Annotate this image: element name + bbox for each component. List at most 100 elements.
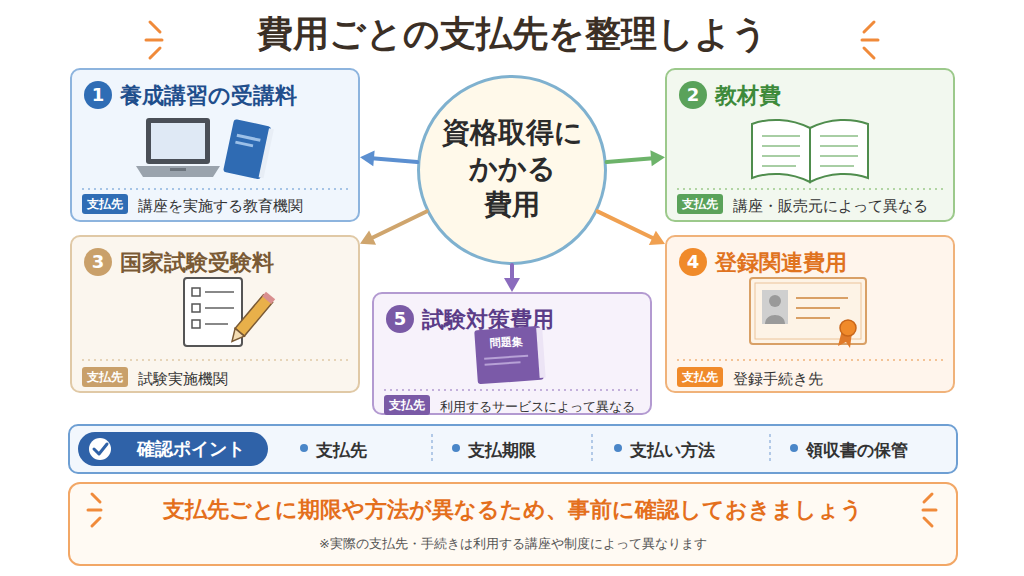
- certificate-illustration-part: [796, 298, 848, 318]
- certificate-illustration-part: [769, 295, 781, 307]
- callout-number: 1: [84, 81, 112, 109]
- arrow-head: [504, 278, 520, 292]
- checkpoint-band: 支払先支払期限支払い方法領収書の保管確認ポイント: [68, 424, 958, 474]
- payee-text: 講座・販売元によって異なる: [733, 196, 953, 216]
- connector-line: [371, 211, 427, 238]
- note-decoration-part: [924, 518, 932, 526]
- workbook-illustration-part: [485, 361, 521, 366]
- checkpoint-item: 支払期限: [468, 438, 618, 462]
- arrow-head: [360, 150, 375, 166]
- payee-tag: 支払先: [677, 194, 723, 214]
- open-book-illustration-part: [810, 120, 868, 182]
- cost-heading: 国家試験受験料: [120, 248, 356, 278]
- cost-heading: 試験対策費用: [422, 305, 658, 335]
- payee-text: 試験実施機関: [138, 369, 358, 389]
- dashed-separator: [432, 434, 770, 464]
- workbook-illustration-part: [484, 355, 528, 360]
- cost-box: 登録関連費用登録手続き先4支払先: [665, 235, 955, 393]
- certificate-illustration-part: [750, 278, 866, 344]
- arrow-head: [650, 150, 665, 166]
- bullet-dot-part: [300, 444, 308, 452]
- title-decoration-part: [150, 22, 160, 32]
- laptop-illustration-part: [146, 118, 210, 164]
- arrow-connector: [360, 150, 417, 166]
- cost-box: 教材費講座・販売元によって異なる 2 支払先: [665, 68, 955, 222]
- center-circle-shape: [419, 77, 606, 264]
- payee-tag: 支払先: [677, 367, 723, 387]
- dashed-separator-part: [769, 434, 771, 464]
- number-text: 1: [84, 83, 112, 107]
- open-book-illustration-part: [752, 120, 810, 182]
- callout-number: 3: [84, 248, 112, 276]
- note-decoration-part: [923, 509, 936, 512]
- number-text: 2: [679, 83, 707, 107]
- checklist-illustration-part: [205, 292, 234, 324]
- workbook-illustration-part: [536, 328, 545, 378]
- dotted-separator-part: [82, 359, 350, 361]
- callout-number-shape: [84, 248, 112, 276]
- cost-heading: 養成講習の受講料: [120, 81, 356, 111]
- bullet-dot-part: [790, 444, 798, 452]
- note-decoration-part: [92, 494, 100, 502]
- certificate-illustration-part: [762, 290, 788, 324]
- checklist-illustration-part: [184, 278, 242, 346]
- certificate-illustration-part: [840, 320, 856, 336]
- number-text: 5: [386, 307, 414, 331]
- laptop-illustration-part: [151, 123, 205, 159]
- tag-text: 支払先: [677, 195, 723, 213]
- number-text: 3: [84, 250, 112, 274]
- cost-heading: 教材費: [715, 81, 951, 111]
- dashed-separator-part: [591, 434, 593, 464]
- arrow-connector: [607, 150, 665, 166]
- bullet-dot-part: [614, 444, 622, 452]
- note-sub: ※実際の支払先・手続きは利用する講座や制度によって異なります: [70, 534, 956, 554]
- checklist-illustration-part: [192, 320, 200, 328]
- note-box: 支払先ごとに期限や方法が異なるため、事前に確認しておきましょう※実際の支払先・手…: [68, 482, 958, 566]
- workbook-illustration-part: [474, 326, 544, 384]
- note-decoration: [88, 494, 936, 526]
- callout-number-shape: [679, 248, 707, 276]
- tag-text: 支払先: [384, 396, 430, 414]
- title-decoration-part: [146, 39, 162, 42]
- arrow-connector: [504, 265, 520, 292]
- bullet-dot: [300, 444, 798, 452]
- connector-line: [607, 158, 653, 162]
- center-text: 資格取得に かかる 費用: [437, 115, 587, 223]
- check-icon-part: [89, 438, 111, 460]
- dotted-separator-part: [677, 188, 945, 190]
- title-decoration-part: [864, 48, 874, 58]
- callout-number-shape: [84, 81, 112, 109]
- book-illustration: [223, 119, 274, 180]
- callout-number-shape: [679, 81, 707, 109]
- laptop-illustration: [136, 118, 220, 177]
- checklist-illustration-part: [192, 304, 200, 312]
- checklist-illustration-part-part: [227, 328, 244, 345]
- payee-text: 講座を実施する教育機関: [138, 196, 358, 216]
- book-illustration-part: [237, 134, 261, 142]
- connector-line: [372, 158, 417, 162]
- note-decoration-part: [924, 494, 932, 502]
- title-decoration-part: [864, 22, 874, 32]
- book-illustration-part: [235, 141, 253, 148]
- check-icon: [89, 438, 111, 460]
- dashed-separator-part: [431, 434, 433, 464]
- checklist-illustration-part-part: [235, 295, 272, 336]
- checkpoint-pill: 確認ポイント: [78, 432, 268, 466]
- certificate-illustration: [750, 278, 866, 348]
- checkpoint-item: 領収書の保管: [806, 438, 946, 462]
- checklist-illustration-part-part: [262, 292, 275, 304]
- open-book-illustration-part: [762, 136, 858, 166]
- dotted-separator: [82, 189, 945, 390]
- checkpoint-item: 支払い方法: [630, 438, 800, 462]
- check-icon-part: [94, 444, 107, 454]
- book-illustration-part: [259, 128, 274, 178]
- center-circle: 資格取得に かかる 費用: [417, 75, 607, 265]
- dotted-separator-part: [384, 389, 642, 391]
- workbook-illustration: [474, 326, 545, 384]
- callout-number: 4: [679, 248, 707, 276]
- book-illustration-part: [223, 119, 271, 180]
- certificate-illustration-part: [838, 330, 852, 348]
- arrow-head: [360, 230, 376, 244]
